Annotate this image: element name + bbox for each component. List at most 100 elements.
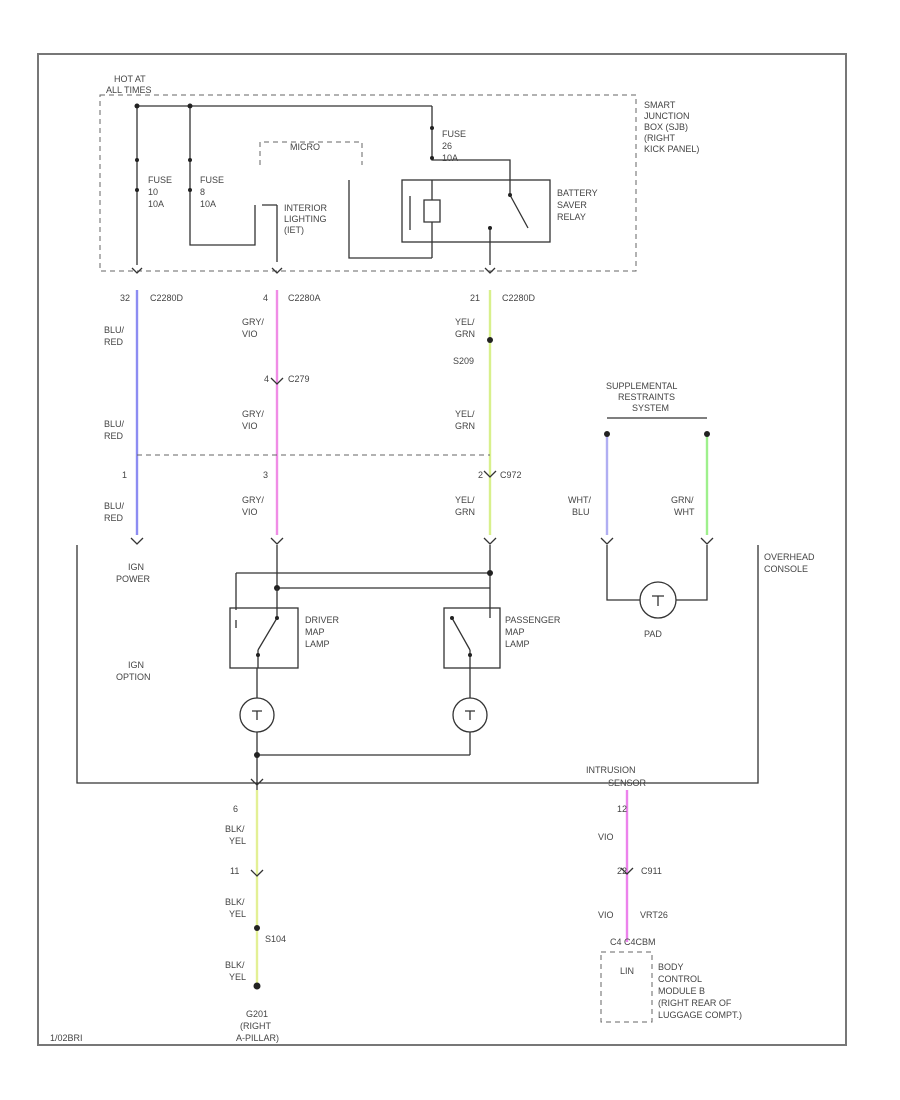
connector-c2280d-pin21: 21 C2280D [470,267,536,303]
svg-text:(IET): (IET) [284,225,304,235]
svg-text:BLU/: BLU/ [104,501,125,511]
svg-text:GRN: GRN [455,507,475,517]
fuse1-label: FUSE 10 10A [148,175,172,209]
connector-c932: 11 [230,866,264,877]
svg-text:C972: C972 [500,470,522,480]
svg-text:C279: C279 [288,374,310,384]
svg-text:BLK/: BLK/ [225,897,245,907]
connector-c2280a-pin4: 4 C2280A [263,267,321,303]
fuse-box-feed-label: HOT AT ALL TIMES [106,74,152,95]
wire-label-yel-grn-2: YEL/ GRN [455,409,475,431]
svg-text:C2280D: C2280D [150,293,184,303]
srs-terminal [704,431,710,437]
feed-splice [487,570,493,576]
svg-text:LIGHTING: LIGHTING [284,214,327,224]
svg-text:26: 26 [442,141,452,151]
svg-text:LUGGAGE COMPT.): LUGGAGE COMPT.) [658,1010,742,1020]
driver-map-lamp-label: DRIVER MAP LAMP [305,615,340,649]
wire-label-gry-vio-3: GRY/ VIO [242,495,264,517]
svg-text:BLK/: BLK/ [225,824,245,834]
wire-label-gry-vio-2: GRY/ VIO [242,409,264,431]
fuse-terminal [135,188,139,192]
switch-terminal [468,653,472,657]
svg-text:CONTROL: CONTROL [658,974,702,984]
svg-text:LAMP: LAMP [505,639,530,649]
driver-switch-contact [235,588,278,668]
svg-text:YEL: YEL [229,972,246,982]
svg-text:YEL/: YEL/ [455,317,475,327]
wire-label-grn-wht: GRN/ WHT [671,495,695,517]
splice-s209-label: S209 [453,356,474,366]
svg-text:LAMP: LAMP [305,639,330,649]
svg-text:ALL TIMES: ALL TIMES [106,85,152,95]
svg-text:(RIGHT: (RIGHT [240,1021,271,1031]
pin-label: 3 [263,470,268,480]
svg-text:SYSTEM: SYSTEM [632,403,669,413]
splice-s104-label: S104 [265,934,286,944]
console-connector-pin [270,537,284,545]
console-connector-pin [483,537,497,545]
connector-c2280d-pin32: 32 C2280D [120,267,184,303]
svg-text:OVERHEAD: OVERHEAD [764,552,815,562]
wire-label-blu-red-1: BLU/ RED [104,325,125,347]
svg-text:MAP: MAP [505,627,525,637]
svg-text:BOX (SJB): BOX (SJB) [644,122,688,132]
relay-box [401,179,551,243]
svg-text:SAVER: SAVER [557,200,587,210]
svg-text:CONSOLE: CONSOLE [764,564,808,574]
fuse-terminal [430,156,434,160]
svg-text:YEL/: YEL/ [455,409,475,419]
splice-s209 [487,337,493,343]
ign-option-label: IGN OPTION [116,660,151,682]
wire-label-wht-blu: WHT/ BLU [568,495,591,517]
wire-label-blk-yel-1: BLK/ YEL [225,824,246,846]
svg-text:C2280A: C2280A [288,293,321,303]
connector-c972: 2 C972 [478,470,522,480]
passenger-map-lamp-label: PASSENGER MAP LAMP [505,615,561,649]
svg-text:KICK PANEL): KICK PANEL) [644,144,699,154]
bus-splice [187,103,193,109]
connector-c279: 4 C279 [264,374,310,385]
relay-terminal [488,226,492,230]
svg-text:YEL/: YEL/ [455,495,475,505]
svg-text:HOT AT: HOT AT [114,74,146,84]
svg-text:FUSE: FUSE [442,129,466,139]
svg-text:2: 2 [478,470,483,480]
svg-text:DRIVER: DRIVER [305,615,340,625]
fuse2-label: FUSE 8 10A [200,175,224,209]
svg-text:10: 10 [148,187,158,197]
svg-text:GRY/: GRY/ [242,409,264,419]
svg-text:PASSENGER: PASSENGER [505,615,561,625]
svg-text:10A: 10A [200,199,216,209]
passenger-lamp-filament [465,668,475,755]
lin-label: LIN [620,966,634,976]
svg-text:G201: G201 [246,1009,268,1019]
svg-text:10A: 10A [442,153,458,163]
svg-text:GRN: GRN [455,329,475,339]
bus-splice [134,103,140,109]
svg-text:SMART: SMART [644,100,676,110]
splice-s104 [254,925,260,931]
svg-text:SENSOR: SENSOR [608,778,647,788]
connector-c911: 22 C911 [617,866,662,876]
svg-text:C911: C911 [641,866,662,876]
wire-label-yel-grn-3: YEL/ GRN [455,495,475,517]
switch-terminal [275,616,279,620]
ground-label: G201 (RIGHT A-PILLAR) [236,1009,279,1043]
svg-text:BLK/: BLK/ [225,960,245,970]
wire-label-vio: VIO [598,832,614,842]
srs-terminal [604,431,610,437]
map-lamp-feed [235,545,491,610]
svg-text:SUPPLEMENTAL: SUPPLEMENTAL [606,381,677,391]
console-connector-pin [130,537,144,545]
pad-lamp-filament [652,595,664,606]
svg-text:INTRUSION: INTRUSION [586,765,636,775]
passenger-map-lamp-switch [443,607,501,669]
wire-label-blu-red-2: BLU/ RED [104,419,125,441]
fuse-terminal [430,126,434,130]
svg-text:INTERIOR: INTERIOR [284,203,328,213]
circuit-label-vrt26: VRT26 [640,910,668,920]
wire-label-vio: VIO [598,910,614,920]
fuse3-label: FUSE 26 10A [442,129,466,163]
bcm-outline [600,951,653,1023]
